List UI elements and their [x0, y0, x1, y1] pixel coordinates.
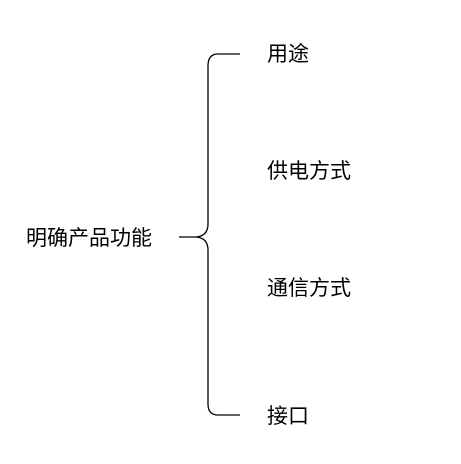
branch-label-interface: 接口	[267, 404, 309, 428]
brace-line	[179, 53, 240, 416]
root-node-label: 明确产品功能	[26, 226, 152, 250]
branch-label-communication: 通信方式	[267, 276, 351, 300]
branch-label-power-supply: 供电方式	[267, 159, 351, 183]
branch-label-usage: 用途	[267, 42, 309, 66]
